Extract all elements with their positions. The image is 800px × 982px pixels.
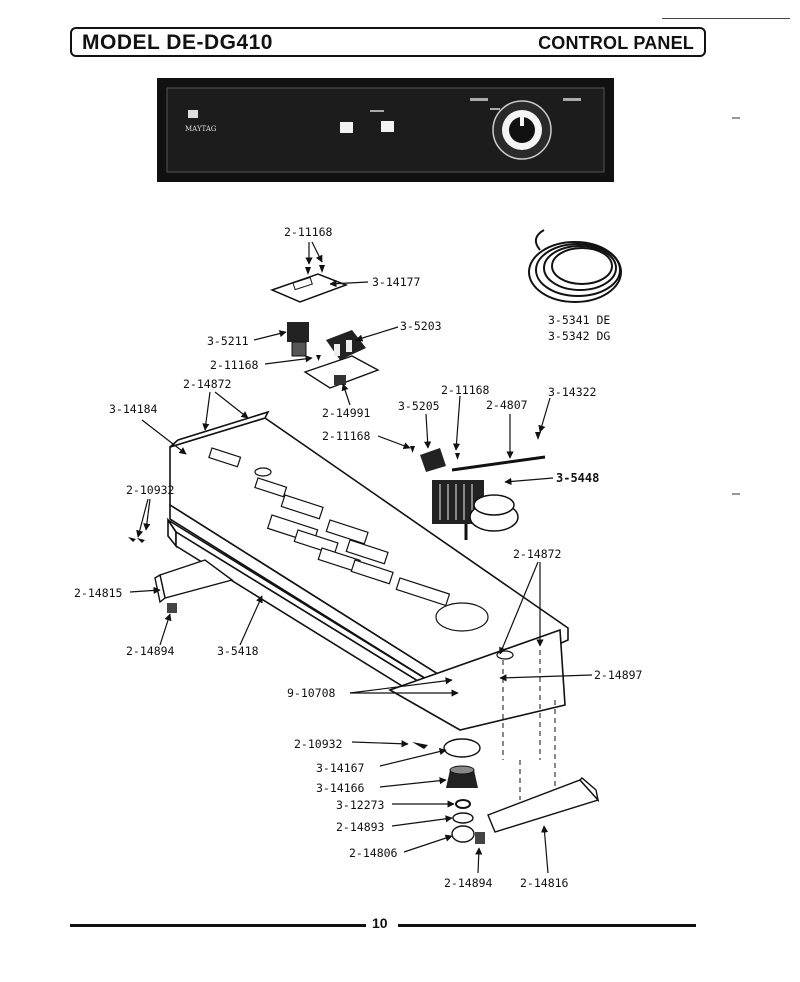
- push-button-left: [340, 122, 353, 133]
- callout-3-14167: 3-14167: [316, 761, 365, 775]
- left-clip: [167, 603, 177, 613]
- callout-3-5211: 3-5211: [207, 334, 249, 348]
- callout-2-14991: 2-14991: [322, 406, 371, 420]
- callout-2-14872-right: 2-14872: [513, 547, 561, 561]
- screw-pair-top: [305, 265, 325, 275]
- rotary-switch: [326, 330, 366, 360]
- page-number: 10: [372, 915, 388, 931]
- callout-3-5205: 3-5205: [398, 399, 440, 413]
- wire-harness: [528, 229, 622, 303]
- callout-3-5448: 3-5448: [556, 471, 599, 485]
- callout-2-10932-low: 2-10932: [294, 737, 342, 751]
- footer-rule-left: [70, 924, 366, 927]
- maytag-logo: MAYTAG: [185, 110, 217, 133]
- left-screws: [128, 537, 145, 543]
- callout-3-14322: 3-14322: [548, 385, 596, 399]
- projection-lines: [502, 650, 556, 800]
- callout-3-12273: 3-12273: [336, 798, 385, 812]
- callout-2-11168-mid: 2-11168: [210, 358, 259, 372]
- section-title: CONTROL PANEL: [538, 33, 694, 53]
- thermostat: [410, 446, 446, 472]
- timer-knob-stack: [443, 738, 481, 843]
- callout-2-14894-left: 2-14894: [126, 644, 175, 658]
- control-panel-face: MAYTAG: [157, 78, 614, 182]
- timer-motor: [432, 480, 519, 540]
- right-end-bracket: [487, 777, 600, 833]
- push-switch: [287, 322, 309, 357]
- leader-lines: [129, 241, 593, 874]
- callout-2-11168-right: 2-11168: [441, 383, 490, 397]
- thermostat-bracket: [451, 455, 546, 472]
- callout-3-14177: 3-14177: [372, 275, 421, 289]
- callout-2-14894-right: 2-14894: [444, 876, 493, 890]
- model-title: MODEL DE-DG410: [82, 31, 273, 54]
- switch-bracket: [269, 273, 349, 303]
- switch-plate: [303, 355, 380, 389]
- callout-3-5418: 3-5418: [217, 644, 259, 658]
- callout-3-5342: 3-5342 DG: [548, 329, 610, 343]
- callout-3-5341: 3-5341 DE: [548, 313, 610, 327]
- footer-rule-right: [398, 924, 696, 927]
- top-rule: [662, 18, 790, 19]
- push-button-right: [381, 121, 394, 132]
- callout-3-5203: 3-5203: [400, 319, 442, 333]
- callout-2-10932-left: 2-10932: [126, 483, 174, 497]
- right-clip: [475, 832, 485, 844]
- callout-2-14897: 2-14897: [594, 668, 643, 682]
- page-header: MODEL DE-DG410 CONTROL PANEL: [70, 27, 706, 57]
- callout-2-14816: 2-14816: [520, 876, 569, 890]
- callout-2-14893: 2-14893: [336, 820, 385, 834]
- callout-2-14872-left: 2-14872: [183, 377, 231, 391]
- callout-3-14184: 3-14184: [109, 402, 158, 416]
- callout-2-11168-top: 2-11168: [284, 225, 333, 239]
- brand-text: MAYTAG: [185, 125, 217, 133]
- callout-2-4807: 2-4807: [486, 398, 528, 412]
- callout-2-14815: 2-14815: [74, 586, 122, 600]
- callout-2-14806: 2-14806: [349, 846, 398, 860]
- chassis-cutouts: [208, 447, 514, 660]
- callout-3-14166: 3-14166: [316, 781, 365, 795]
- timer-dial: [492, 100, 552, 160]
- callout-2-11168-low: 2-11168: [322, 429, 371, 443]
- callout-9-10708: 9-10708: [287, 686, 336, 700]
